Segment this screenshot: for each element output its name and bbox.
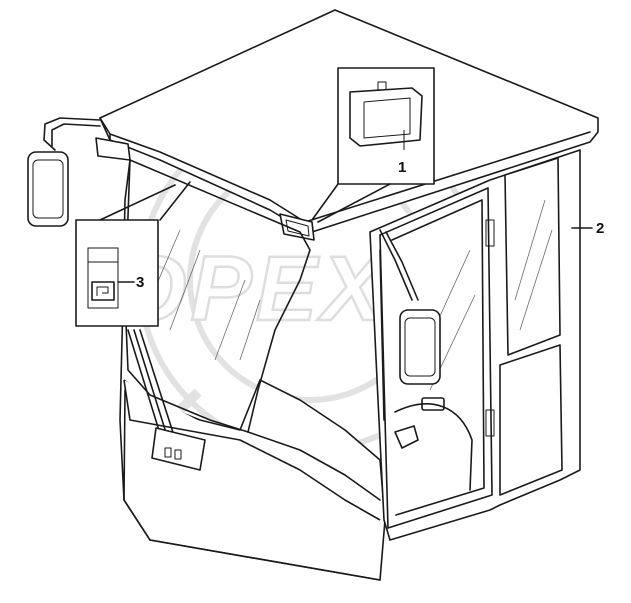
cab-body (119, 159, 386, 581)
callout-1-label: 1 (398, 159, 406, 176)
left-mirror (27, 117, 101, 227)
front-wiper-assembly (127, 329, 206, 471)
callout-1-detail-box: 1 (311, 67, 435, 223)
watermark-text: OPEX (115, 238, 387, 340)
callout-2: 2 (571, 220, 604, 237)
callout-2-label: 2 (596, 220, 604, 237)
callout-3-label: 3 (136, 274, 144, 291)
right-mirror (379, 229, 441, 421)
callout-3-detail-box: 3 (75, 181, 191, 327)
cab-side (369, 149, 581, 541)
